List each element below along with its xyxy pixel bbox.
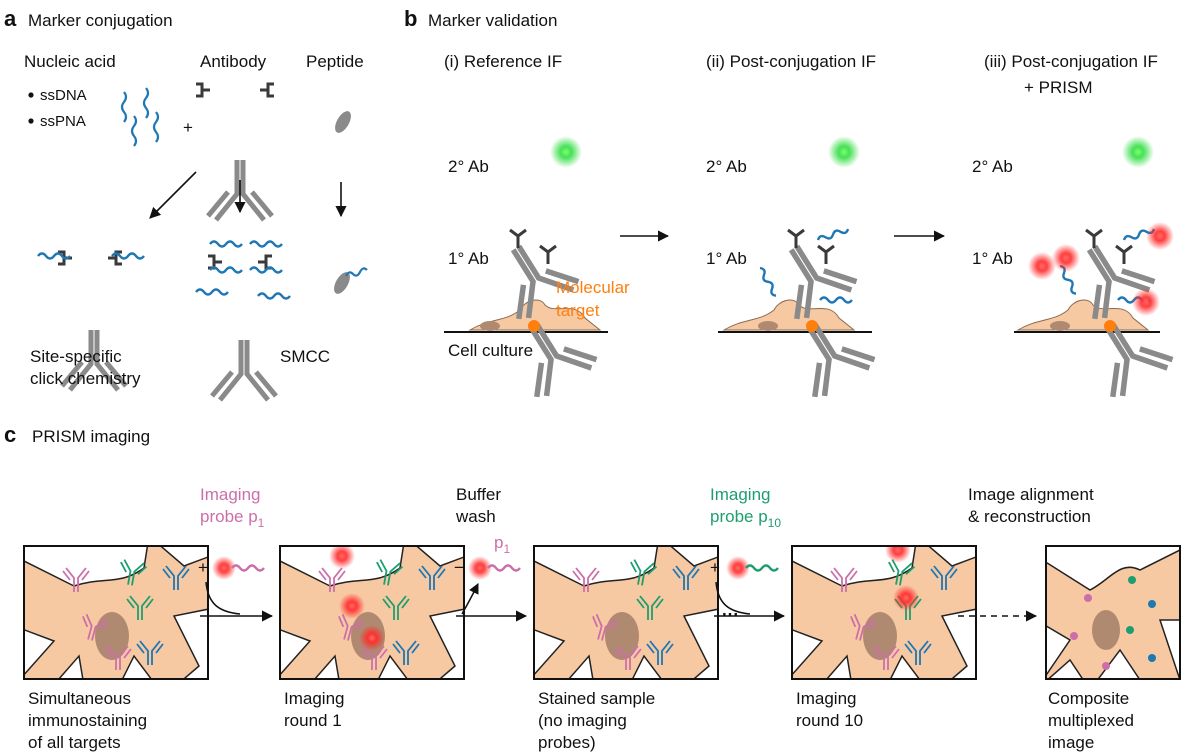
wash-probe-text: p (494, 533, 503, 552)
caption-line: image (1048, 733, 1094, 752)
probe-p10-fluorophore (726, 556, 750, 580)
probe-p1-strand (230, 564, 266, 572)
step3-title-line2: + PRISM (1024, 78, 1093, 97)
image-box-composite (1045, 545, 1181, 680)
caption-line: Imaging (284, 689, 344, 708)
align-line1: Image alignment (968, 485, 1094, 504)
caption-staining: Simultaneous immunostaining of all targe… (28, 689, 147, 752)
caption-composite: Composite multiplexed image (1048, 689, 1134, 752)
post-conjugation-if-illustration (718, 136, 877, 401)
image-box-staining (23, 545, 209, 680)
probe1-text: probe p (200, 507, 258, 526)
bullet-icon (28, 118, 34, 124)
minus-sign: − (454, 558, 464, 577)
panel-c-letter: c (4, 422, 16, 447)
panel-a-letter: a (4, 6, 17, 31)
plus-sign: + (198, 558, 208, 577)
plus-sign: + (710, 558, 720, 577)
wash-probe-subscript: 1 (503, 542, 510, 556)
antibody-label: Antibody (200, 52, 267, 71)
caption-round1: Imaging round 1 (284, 689, 344, 730)
probe10-text: probe p (710, 507, 768, 526)
probe-p10-strand (744, 564, 780, 572)
sspna-label: ssPNA (40, 113, 86, 130)
panel-b-letter: b (404, 6, 417, 31)
molecular-target-label: Molecular (556, 278, 630, 297)
caption-line: of all targets (28, 733, 121, 752)
nucleic-acid-label: Nucleic acid (24, 52, 116, 71)
caption-line: round 1 (284, 711, 342, 730)
ab2-label-ii: 2° Ab (706, 157, 747, 176)
ab1-label-ii: 1° Ab (706, 249, 747, 268)
peptide-conjugate-icon (334, 267, 368, 294)
probe-p1-fluorophore (212, 556, 236, 580)
caption-line: round 10 (796, 711, 863, 730)
caption-round10: Imaging round 10 (796, 689, 863, 730)
ab1-label: 1° Ab (448, 249, 489, 268)
method-right: SMCC (280, 347, 330, 366)
probe1-line1: Imaging (200, 485, 260, 504)
probe1-subscript: 1 (258, 516, 265, 530)
peptide-label: Peptide (306, 52, 364, 71)
antibody-icon (194, 82, 276, 220)
caption-line: (no imaging (538, 711, 627, 730)
caption-line: Simultaneous (28, 689, 131, 708)
peptide-icon (335, 111, 351, 133)
panel-a-title: Marker conjugation (28, 11, 173, 30)
plus-sign: + (183, 118, 193, 137)
caption-line: immunostaining (28, 711, 147, 730)
image-box-round1 (279, 545, 465, 680)
prism-validation-illustration (1014, 136, 1175, 401)
image-box-round10 (791, 545, 977, 680)
wash-line2: wash (455, 507, 496, 526)
image-box-stained (533, 545, 719, 680)
probe1-line2: probe p1 (200, 507, 265, 530)
method-left-line1: Site-specific (30, 347, 122, 366)
step3-title: (iii) Post-conjugation IF (984, 52, 1158, 71)
ab2-label-iii: 2° Ab (972, 157, 1013, 176)
ellipsis: ··· (722, 605, 739, 624)
smcc-conjugate-icon (194, 240, 292, 401)
binding-curve (715, 581, 751, 615)
wash-line1: Buffer (456, 485, 501, 504)
probe-p1-fluorophore (468, 556, 492, 580)
ab2-label: 2° Ab (448, 157, 489, 176)
caption-line: Imaging (796, 689, 856, 708)
probe10-line1: Imaging (710, 485, 770, 504)
caption-line: multiplexed (1048, 711, 1134, 730)
ssdna-label: ssDNA (40, 87, 87, 104)
align-line2: & reconstruction (968, 507, 1091, 526)
target-label: target (556, 301, 600, 320)
release-curve (461, 583, 479, 615)
binding-curve (205, 581, 241, 615)
cell-culture-label: Cell culture (448, 341, 533, 360)
probe10-line2: probe p10 (710, 507, 781, 530)
reference-if-illustration (444, 136, 608, 401)
caption-stained: Stained sample (no imaging probes) (538, 689, 655, 752)
panel-b-title: Marker validation (428, 11, 557, 30)
ab1-label-iii: 1° Ab (972, 249, 1013, 268)
panel-c-title: PRISM imaging (32, 427, 150, 446)
caption-line: probes) (538, 733, 596, 752)
probe-p1-strand (486, 564, 522, 572)
wash-probe: p1 (494, 533, 510, 556)
bullet-icon (28, 92, 34, 98)
probe10-subscript: 10 (768, 516, 782, 530)
caption-line: Stained sample (538, 689, 655, 708)
step2-title: (ii) Post-conjugation IF (706, 52, 876, 71)
caption-line: Composite (1048, 689, 1129, 708)
nucleic-acid-strands-icon (120, 87, 160, 147)
step1-title: (i) Reference IF (444, 52, 562, 71)
method-left-line2: click chemistry (30, 369, 141, 388)
arrow-icon (149, 171, 197, 219)
